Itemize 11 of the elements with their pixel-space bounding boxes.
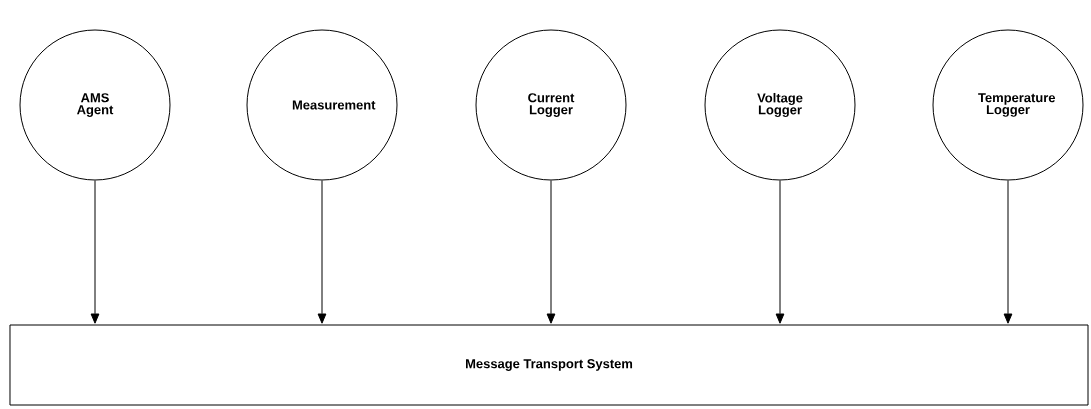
arrow bbox=[546, 180, 556, 324]
circle-node: Voltage Logger bbox=[704, 29, 856, 181]
arrow bbox=[90, 180, 100, 324]
circle-node: Measurement bbox=[246, 29, 398, 181]
circle-node: Current Logger bbox=[475, 29, 627, 181]
system-box: Message Transport System bbox=[9, 324, 1089, 406]
arrow bbox=[775, 180, 785, 324]
circle-node: Temperature Logger bbox=[932, 29, 1084, 181]
arrow bbox=[1003, 180, 1013, 324]
circle-node: AMS Agent bbox=[19, 29, 171, 181]
arrow bbox=[317, 180, 327, 324]
